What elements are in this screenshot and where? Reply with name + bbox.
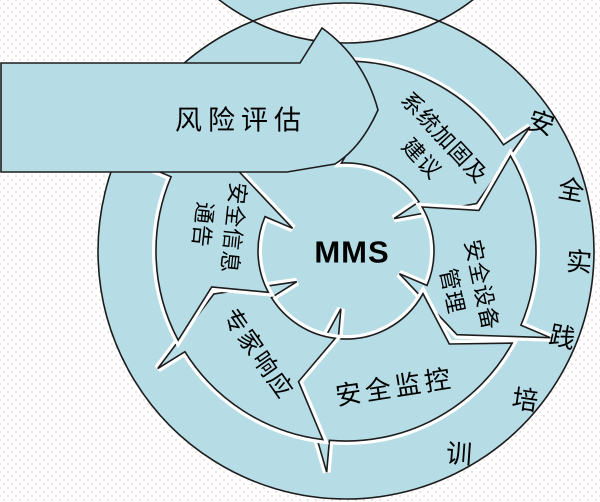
label-line: 通告 bbox=[187, 201, 217, 249]
arrow-risk-assessment bbox=[0, 26, 379, 173]
ring-char: 践 bbox=[546, 321, 578, 356]
arrow-security-device-management bbox=[398, 154, 551, 339]
ring-char: 全 bbox=[556, 174, 587, 208]
arrow-system-hardening-advice bbox=[334, 60, 531, 220]
center-label-mms: MMS bbox=[314, 235, 389, 270]
cycle-arrows bbox=[140, 57, 552, 474]
arrow-security-monitoring bbox=[299, 292, 514, 473]
arrow-expert-response bbox=[157, 280, 337, 441]
label-risk-assessment-text: 风险评估 bbox=[175, 106, 307, 137]
ring-char: 实 bbox=[565, 247, 593, 279]
ring-char: 培 bbox=[510, 384, 540, 417]
ring-char: 训 bbox=[445, 439, 473, 471]
label-risk-assessment: 风险评估 bbox=[175, 106, 307, 137]
